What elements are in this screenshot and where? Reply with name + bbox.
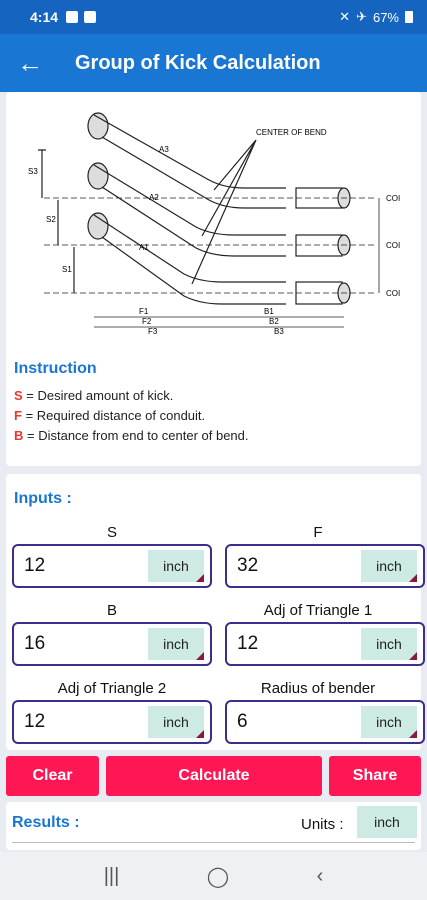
status-time: 4:14: [30, 9, 59, 25]
airplane-icon: ✈: [356, 9, 367, 24]
system-nav-bar: ||| ◯ ‹: [0, 852, 427, 900]
field-label-adj-triangle-2: Adj of Triangle 2: [57, 680, 167, 697]
s-unit-select[interactable]: inch: [148, 550, 204, 582]
diagram-label-a3: A3: [159, 145, 169, 154]
back-arrow-icon[interactable]: ←: [17, 48, 43, 78]
battery-percent: 67%: [372, 9, 399, 25]
adj-triangle-2-unit-select[interactable]: inch: [148, 706, 204, 738]
radius-of-bender-value[interactable]: 6: [237, 711, 248, 732]
mute-icon: ✕: [339, 9, 351, 24]
instruction-key: F: [14, 408, 22, 423]
adj-triangle-2-value[interactable]: 12: [24, 711, 46, 732]
clear-button[interactable]: Clear: [6, 756, 99, 796]
share-button[interactable]: Share: [329, 756, 421, 796]
center-of-bend-label: CENTER OF BEND: [256, 128, 327, 137]
inputs-title: Inputs :: [14, 490, 72, 507]
diagram-label-f2: F2: [142, 317, 152, 326]
radius-of-bender-unit-select[interactable]: inch: [361, 706, 417, 738]
diagram-label-s2: S2: [46, 215, 56, 224]
back-icon[interactable]: ‹: [316, 864, 324, 887]
adj-triangle-1-value[interactable]: 12: [237, 633, 259, 654]
field-label-adj-triangle-1: Adj of Triangle 1: [263, 602, 373, 619]
gallery-icon: [66, 11, 79, 23]
field-label-f: F: [313, 524, 323, 541]
field-label-radius-of-bender: Radius of bender: [260, 680, 376, 697]
kick-diagram: CENTER OF BEND S3 S2 S1 A3 A2 A1 F1 F2 F…: [28, 112, 400, 334]
instruction-key: S: [14, 388, 23, 403]
home-icon[interactable]: ◯: [206, 865, 230, 888]
diagram-label-coi-3: COI: [386, 289, 400, 298]
adj-triangle-1-unit-select[interactable]: inch: [361, 628, 417, 660]
b-value[interactable]: 16: [24, 633, 46, 654]
instruction-text: = Desired amount of kick.: [22, 388, 174, 403]
calculate-button[interactable]: Calculate: [106, 756, 322, 796]
divider: [12, 842, 415, 843]
instruction-line-s: S = Desired amount of kick.: [14, 388, 173, 403]
status-bar: 4:14 ✕ ✈ 67%: [0, 0, 427, 34]
notification-icon: [84, 11, 97, 23]
diagram-label-b3: B3: [274, 327, 284, 334]
instruction-line-b: B = Distance from end to center of bend.: [14, 428, 249, 443]
instruction-text: = Distance from end to center of bend.: [23, 428, 249, 443]
results-title: Results :: [12, 814, 80, 831]
diagram-label-b1: B1: [264, 307, 274, 316]
diagram-label-f3: F3: [148, 327, 158, 334]
radius-of-bender-field[interactable]: 6 inch: [225, 700, 425, 744]
results-card: Results : Units : inch: [6, 802, 421, 850]
diagram-label-coi-1: COI: [386, 194, 400, 203]
instruction-text: = Required distance of conduit.: [21, 408, 206, 423]
instruction-key: B: [14, 428, 24, 443]
diagram-label-f1: F1: [139, 307, 149, 316]
diagram-label-coi-2: COI: [386, 241, 400, 250]
instruction-card: CENTER OF BEND S3 S2 S1 A3 A2 A1 F1 F2 F…: [6, 92, 421, 466]
page-title: Group of Kick Calculation: [75, 51, 321, 74]
s-field[interactable]: 12 inch: [12, 544, 212, 588]
units-select[interactable]: inch: [357, 806, 417, 838]
inputs-card: Inputs : S 12 inch F 32 inch B 16 inch A…: [6, 474, 425, 750]
diagram-label-s1: S1: [62, 265, 72, 274]
b-unit-select[interactable]: inch: [148, 628, 204, 660]
instruction-title: Instruction: [14, 360, 97, 377]
app-bar: ← Group of Kick Calculation: [0, 34, 427, 92]
battery-icon: [405, 11, 413, 23]
units-label: Units :: [301, 816, 344, 833]
adj-triangle-1-field[interactable]: 12 inch: [225, 622, 425, 666]
diagram-label-s3: S3: [28, 167, 38, 176]
diagram-label-b2: B2: [269, 317, 279, 326]
f-value[interactable]: 32: [237, 555, 259, 576]
field-label-s: S: [106, 524, 117, 541]
f-field[interactable]: 32 inch: [225, 544, 425, 588]
s-value[interactable]: 12: [24, 555, 46, 576]
recents-icon[interactable]: |||: [103, 864, 120, 887]
f-unit-select[interactable]: inch: [361, 550, 417, 582]
b-field[interactable]: 16 inch: [12, 622, 212, 666]
diagram-label-a1: A1: [139, 243, 149, 252]
instruction-line-f: F = Required distance of conduit.: [14, 408, 205, 423]
field-label-b: B: [106, 602, 117, 619]
diagram-label-a2: A2: [149, 193, 159, 202]
adj-triangle-2-field[interactable]: 12 inch: [12, 700, 212, 744]
